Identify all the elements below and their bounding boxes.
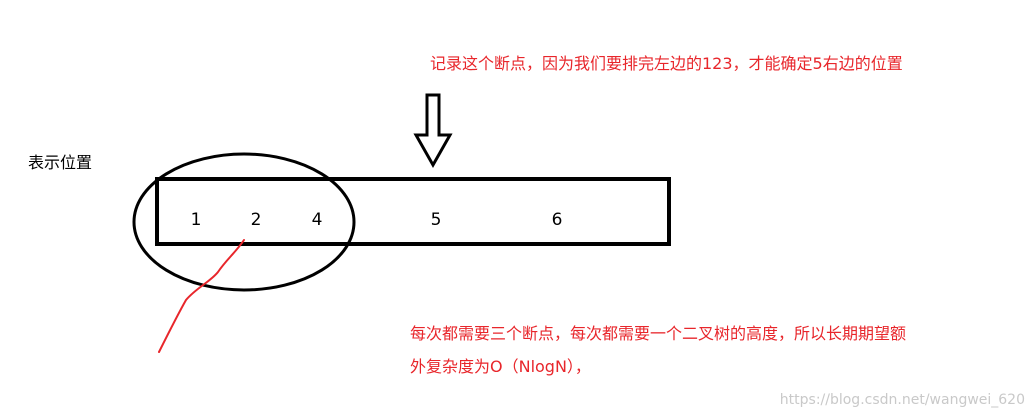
position-label: 表示位置	[28, 153, 93, 172]
pointer-line	[158, 239, 245, 353]
array-value-3: 4	[311, 210, 323, 230]
down-arrow-icon	[413, 93, 453, 169]
bottom-note-line1: 每次都需要三个断点，每次都需要一个二叉树的高度，所以长期期望额	[410, 324, 907, 343]
array-value-5: 6	[551, 210, 563, 230]
array-value-4: 5	[430, 210, 442, 230]
watermark: https://blog.csdn.net/wangwei_620	[779, 392, 1025, 408]
top-note: 记录这个断点，因为我们要排完左边的123，才能确定5右边的位置	[430, 54, 903, 73]
array-value-2: 2	[250, 210, 262, 230]
bottom-note-line2: 外复杂度为O（NlogN），	[410, 357, 591, 376]
array-value-1: 1	[190, 210, 202, 230]
array-box	[155, 177, 671, 246]
group-ellipse	[132, 152, 356, 292]
